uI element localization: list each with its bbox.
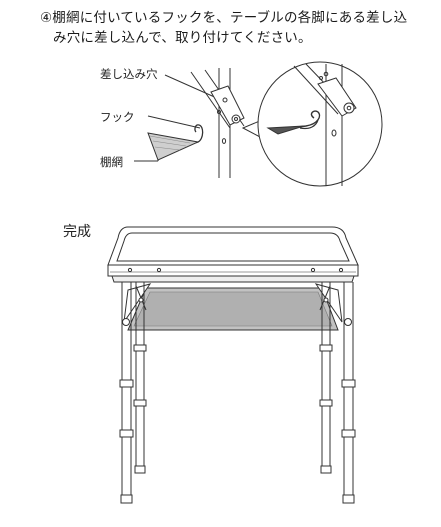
completed-table bbox=[107, 226, 359, 504]
hook-leader-line bbox=[147, 115, 201, 129]
zoom-hook bbox=[275, 110, 321, 131]
instruction-line-1: ④棚網に付いているフックを、テーブルの各脚にある差し込 bbox=[40, 10, 408, 26]
detail-slot-hole bbox=[217, 110, 221, 114]
shelf-net-label: 棚網 bbox=[100, 155, 123, 169]
front-right-leg bbox=[341, 282, 356, 504]
back-right-leg bbox=[319, 282, 333, 474]
detail-view bbox=[134, 68, 245, 178]
back-left-leg bbox=[133, 282, 147, 474]
detail-hook bbox=[163, 124, 204, 153]
completed-label: 完成 bbox=[63, 224, 91, 240]
detail-pivot bbox=[231, 114, 241, 124]
tabletop-edge bbox=[107, 264, 359, 277]
instruction-line-2: み穴に差し込んで、取り付けてください。 bbox=[53, 30, 312, 46]
slot-label: 差し込み穴 bbox=[100, 67, 158, 81]
front-left-leg bbox=[119, 282, 134, 504]
zoom-circle bbox=[241, 61, 383, 187]
hook-label: フック bbox=[100, 110, 135, 124]
detail-shelf-net bbox=[147, 132, 200, 161]
instruction-text: ④棚網に付いているフックを、テーブルの各脚にある差し込 み穴に差し込んで、取り付… bbox=[40, 8, 435, 48]
